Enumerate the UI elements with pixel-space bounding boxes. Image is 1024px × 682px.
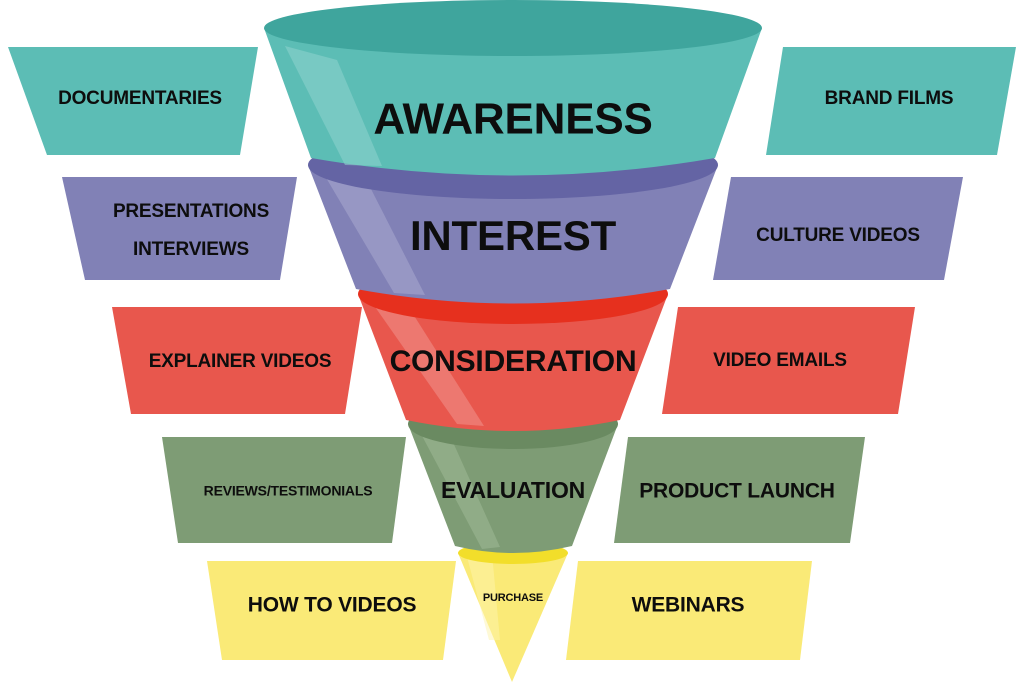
left-panel-interest-label: PRESENTATIONS [113,201,269,222]
left-panel-consideration[interactable]: EXPLAINER VIDEOS [112,307,362,414]
left-panel-purchase-label: HOW TO VIDEOS [248,594,417,617]
left-panels: DOCUMENTARIES PRESENTATIONS INTERVIEWS E… [8,47,456,660]
right-panel-consideration-label: VIDEO EMAILS [713,350,847,371]
right-panel-evaluation[interactable]: PRODUCT LAUNCH [614,437,865,543]
funnel-label-purchase: PURCHASE [483,592,543,604]
right-panel-interest[interactable]: CULTURE VIDEOS [713,177,963,280]
funnel-label-consideration: CONSIDERATION [390,345,637,378]
left-panel-interest-label-2: INTERVIEWS [133,239,249,260]
right-panels: BRAND FILMS CULTURE VIDEOS VIDEO EMAILS … [566,47,1016,660]
evaluation-highlight [420,432,500,549]
left-panel-awareness-shape [8,47,258,155]
funnel-stage-purchase[interactable]: PURCHASE [458,542,568,682]
right-panel-awareness[interactable]: BRAND FILMS [766,47,1016,155]
right-panel-interest-shape [713,177,963,280]
funnel-label-evaluation: EVALUATION [441,477,585,503]
funnel-label-interest: INTEREST [410,212,617,259]
left-panel-purchase-shape [207,561,456,660]
right-panel-consideration[interactable]: VIDEO EMAILS [662,307,915,414]
right-panel-purchase-label: WEBINARS [632,594,745,617]
right-panel-awareness-label: BRAND FILMS [825,88,954,109]
left-panel-interest-shape [62,177,297,280]
interest-highlight [325,176,425,295]
left-panel-evaluation-shape [162,437,406,543]
left-panel-awareness-label: DOCUMENTARIES [58,88,222,109]
right-panel-interest-label: CULTURE VIDEOS [756,225,920,246]
consideration-body [358,294,668,431]
right-panel-purchase-shape [566,561,812,660]
right-panel-awareness-shape [766,47,1016,155]
right-panel-purchase[interactable]: WEBINARS [566,561,812,660]
purchase-cone-highlight [466,553,500,640]
left-panel-evaluation-label: REVIEWS/TESTIMONIALS [204,483,373,499]
right-panel-evaluation-shape [614,437,865,543]
awareness-body [264,28,762,176]
funnel-stage-awareness[interactable]: AWARENESS [264,0,762,176]
evaluation-body [408,424,618,553]
left-panel-evaluation[interactable]: REVIEWS/TESTIMONIALS [162,437,406,543]
awareness-top-ellipse [264,0,762,56]
awareness-highlight [285,46,382,166]
left-panel-consideration-shape [112,307,362,414]
right-panel-consideration-shape [662,307,915,414]
left-panel-awareness[interactable]: DOCUMENTARIES [8,47,258,155]
left-panel-purchase[interactable]: HOW TO VIDEOS [207,561,456,660]
funnel-body: PURCHASE EVALUATION CONSIDERATION [264,0,762,682]
left-panel-interest[interactable]: PRESENTATIONS INTERVIEWS [62,177,297,280]
left-panel-consideration-label: EXPLAINER VIDEOS [149,351,332,372]
right-panel-evaluation-label: PRODUCT LAUNCH [639,480,835,503]
consideration-highlight [373,304,484,426]
funnel-label-awareness: AWARENESS [373,95,652,144]
